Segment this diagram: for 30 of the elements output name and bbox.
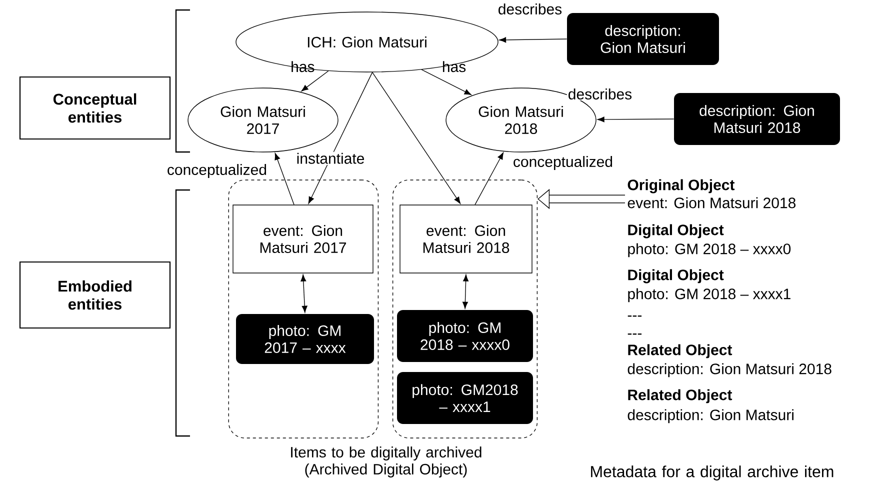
arrow (474, 152, 504, 205)
edge-label: describes (498, 4, 562, 14)
edge-label: describes (568, 88, 632, 100)
photo-box: photo: GM 2018 – xxxx0 (397, 310, 533, 362)
metadata-list: Original Object event: Gion Matsuri 2018 Digital Object photo: GM 2018 – xxxx0 Digital Object photo: GM 2018 – xxxx1 --- --- Related Object description: Gion Matsuri 2018 Related Object description: Gion Matsuri (628, 179, 832, 424)
arrow (597, 116, 674, 122)
edge-label: conceptualized (168, 164, 266, 178)
photo-box: photo: GM2018 – xxxx1 (397, 372, 533, 424)
edge-label: instantiate (297, 152, 364, 164)
event-box: event: Gion Matsuri 2018 (400, 204, 532, 274)
double-arrow (300, 274, 308, 313)
double-arrow (462, 274, 469, 309)
edge-label: conceptualized (514, 156, 612, 170)
caption: Items to be digitally archived (Archived Digital Object) (291, 446, 482, 478)
group-container (228, 180, 379, 438)
arrow (308, 72, 373, 204)
group-container (392, 180, 538, 438)
category-box: Embodied entities (19, 261, 171, 329)
arrow (499, 37, 568, 43)
description-box: description: Gion Matsuri (567, 13, 719, 65)
event-box: event: Gion Matsuri 2017 (232, 204, 374, 274)
category-box: Conceptual entities (19, 76, 171, 140)
arrow (421, 69, 472, 96)
arrow (274, 152, 294, 205)
edge-label: has (442, 61, 466, 72)
description-box: description: Gion Matsuri 2018 (674, 93, 840, 145)
caption: Metadata for a digital archive item (591, 466, 834, 480)
arrow (301, 70, 329, 92)
photo-box: photo: GM 2017 – xxxx (236, 314, 374, 364)
arrow (372, 72, 461, 204)
